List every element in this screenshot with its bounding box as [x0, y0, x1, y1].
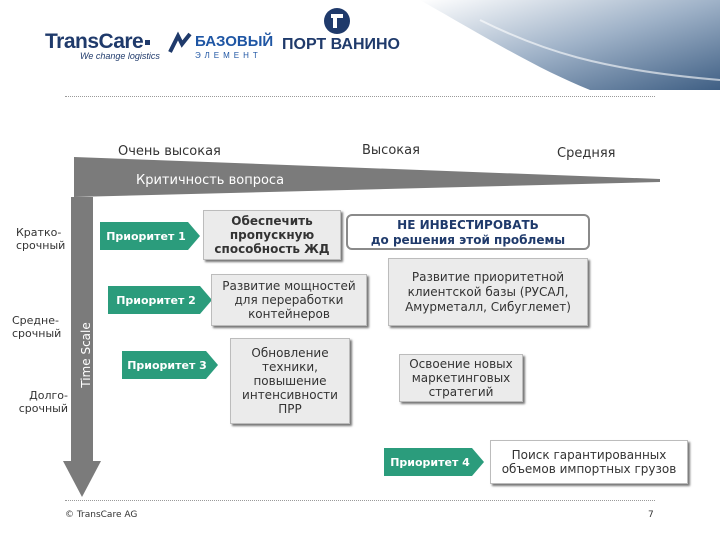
criticality-medium-label: Средняя [557, 146, 616, 161]
no-investment-box: НЕ ИНВЕСТИРОВАТЬ до решения этой проблем… [346, 214, 590, 250]
client-base-box: Развитие приоритетной клиентской базы (Р… [388, 258, 588, 326]
criticality-axis-label: Критичность вопроса [136, 173, 285, 188]
priority-4-label: Приоритет 4 [390, 455, 470, 469]
transcare-logo-dot [145, 39, 151, 45]
transcare-logo-text: TransCare [45, 30, 144, 53]
criticality-very-high-label: Очень высокая [118, 144, 221, 159]
equipment-upgrade-box: Обновление техники, повышение интенсивно… [230, 338, 350, 424]
time-scale-axis-label: Time Scale [79, 322, 93, 388]
bazovy-element-logo-icon [168, 31, 192, 53]
priority-3-label: Приоритет 3 [127, 358, 207, 372]
header-divider [65, 96, 655, 97]
time-short-term-label: Кратко- срочный [16, 226, 66, 252]
time-medium-term-label: Средне- срочный [12, 314, 62, 340]
criticality-high-label: Высокая [362, 143, 420, 158]
time-long-term-label: Долго- срочный [18, 389, 68, 415]
footer-page-number: 7 [648, 510, 654, 520]
priority-1-arrow-shape [100, 222, 200, 250]
container-capacity-box: Развитие мощностей для переработки конте… [211, 274, 367, 326]
transcare-logo: TransCare [45, 30, 151, 54]
bazovy-logo-text: БАЗОВЫЙ [195, 33, 274, 50]
rail-capacity-box: Обеспечить пропускную способность ЖД [203, 210, 341, 260]
priority-4-arrow-shape [384, 448, 484, 476]
bazovy-logo-subtext: ЭЛЕМЕНТ [195, 51, 262, 60]
import-volumes-box: Поиск гарантированных объемов импортных … [490, 440, 688, 484]
no-investment-condition: до решения этой проблемы [370, 233, 566, 247]
header-sea-wave-image [420, 0, 720, 90]
priority-3-arrow-shape [122, 351, 218, 379]
footer-copyright: © TransCare AG [65, 510, 138, 520]
priority-2-arrow-shape [108, 286, 212, 314]
priority-1-label: Приоритет 1 [106, 229, 186, 243]
criticality-wedge-bar [74, 157, 660, 197]
port-vanino-emblem-icon [324, 8, 350, 34]
marketing-strategies-box: Освоение новых маркетинговых стратегий [399, 354, 523, 402]
transcare-tagline: We change logistics [80, 51, 160, 61]
footer-divider [65, 500, 655, 501]
port-vanino-logo-text: ПОРТ ВАНИНО [282, 36, 400, 53]
time-scale-arrow [63, 197, 101, 497]
priority-2-label: Приоритет 2 [116, 293, 196, 307]
no-investment-title: НЕ ИНВЕСТИРОВАТЬ [397, 218, 539, 232]
